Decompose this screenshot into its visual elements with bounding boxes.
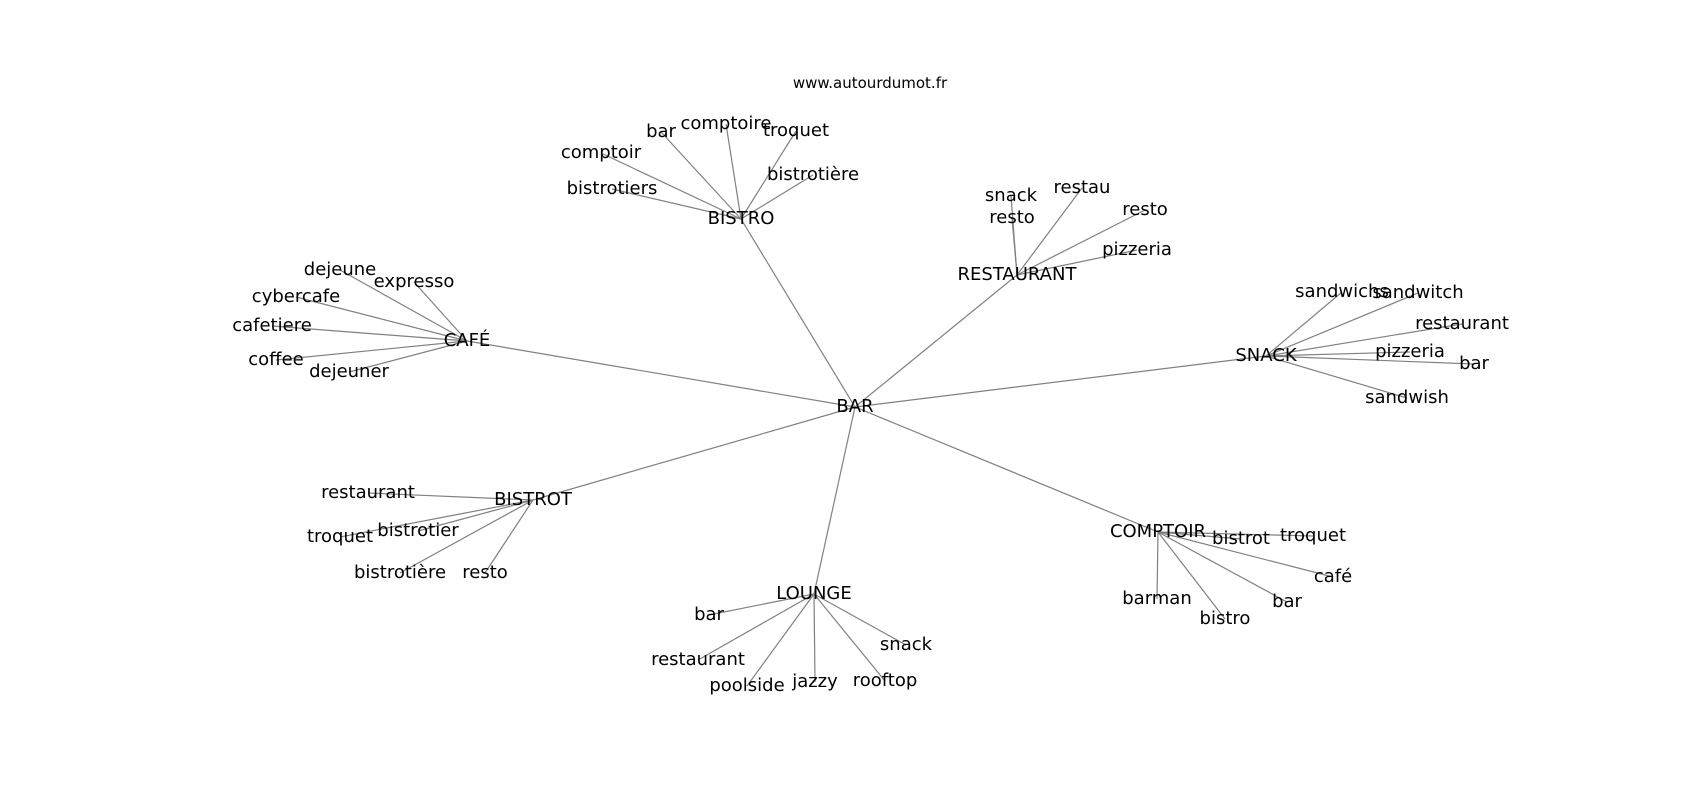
node-leaf-0-0[interactable]: bar [646,121,676,142]
edge-0-5 [611,188,742,220]
edge-6-0 [708,593,815,616]
node-leaf-5-2[interactable]: café [1314,566,1352,587]
edge-2-0 [339,269,468,342]
node-leaf-0-3[interactable]: comptoir [561,142,642,163]
node-leaf-6-3[interactable]: poolside [709,675,784,696]
edge-3-4 [1265,355,1475,365]
node-leaf-3-4[interactable]: bar [1459,353,1489,374]
node-leaf-3-5[interactable]: sandwish [1365,387,1449,408]
edge-5-2 [1157,531,1334,578]
node-leaf-3-0[interactable]: sandwichs [1295,281,1389,302]
edge-4-0 [367,492,534,501]
node-leaf-1-3[interactable]: resto [989,207,1035,228]
node-leaf-0-5[interactable]: bistrotiers [567,178,658,199]
node-leaf-4-2[interactable]: troquet [307,526,373,547]
edge-2-2 [295,296,468,342]
node-leaf-4-1[interactable]: bistrotier [377,520,459,541]
edge-center-3 [854,355,1267,408]
edge-2-1 [413,281,468,342]
edge-3-5 [1265,355,1408,399]
node-leaf-5-3[interactable]: barman [1122,588,1192,609]
edge-3-0 [1265,291,1343,357]
node-center[interactable]: BAR [836,396,873,417]
node-leaf-1-4[interactable]: pizzeria [1102,239,1172,260]
node-leaf-3-1[interactable]: sandwitch [1372,282,1463,303]
edge-2-4 [275,340,468,361]
node-leaf-1-1[interactable]: restau [1054,177,1111,198]
edge-6-2 [697,593,815,661]
edge-5-5 [1157,531,1226,620]
edge-4-2 [339,499,534,538]
edge-4-3 [399,499,534,574]
edge-3-3 [1265,351,1411,357]
node-leaf-5-5[interactable]: bistro [1200,608,1251,629]
edge-0-4 [740,174,814,220]
edge-center-1 [854,274,1018,408]
edge-0-3 [600,152,742,220]
node-leaf-6-0[interactable]: bar [694,604,724,625]
node-leaf-0-2[interactable]: troquet [763,120,829,141]
edge-1-4 [1016,249,1138,276]
edge-5-1 [1157,531,1314,537]
node-leaf-2-0[interactable]: dejeune [304,259,376,280]
node-leaf-2-1[interactable]: expresso [374,271,455,292]
node-leaf-1-2[interactable]: resto [1122,199,1168,220]
edge-5-4 [1157,531,1288,603]
edge-0-1 [725,123,742,220]
node-hub-0[interactable]: BISTRO [708,208,775,229]
edge-2-3 [271,325,468,342]
edge-0-2 [740,130,797,220]
node-leaf-2-2[interactable]: cybercafe [252,286,340,307]
node-leaf-3-2[interactable]: restaurant [1415,313,1509,334]
edge-3-1 [1265,292,1419,357]
node-leaf-5-4[interactable]: bar [1272,591,1302,612]
edge-4-4 [484,499,534,574]
edge-6-3 [746,593,815,687]
node-leaf-0-1[interactable]: comptoire [680,113,771,134]
node-hub-3[interactable]: SNACK [1235,345,1297,366]
node-hub-6[interactable]: LOUNGE [776,583,852,604]
node-leaf-6-2[interactable]: restaurant [651,649,745,670]
edge-1-3 [1011,217,1018,276]
edge-center-6 [813,406,856,595]
node-leaf-6-4[interactable]: jazzy [791,671,838,692]
edge-3-2 [1265,323,1463,357]
edge-center-5 [854,406,1159,533]
edges-layer [271,123,1475,687]
node-leaf-0-4[interactable]: bistrotière [767,164,859,185]
node-leaf-2-3[interactable]: cafetiere [232,315,312,336]
node-leaf-6-1[interactable]: snack [880,634,933,655]
source-label: www.autourdumot.fr [793,74,948,92]
node-leaf-1-0[interactable]: snack [985,185,1038,206]
node-hub-5[interactable]: COMPTOIR [1110,521,1206,542]
edge-6-1 [813,593,907,646]
node-hub-1[interactable]: RESTAURANT [958,264,1078,285]
node-leaf-2-5[interactable]: dejeuner [309,361,389,382]
node-leaf-4-3[interactable]: bistrotière [354,562,446,583]
edge-6-4 [813,593,816,683]
edge-center-4 [532,406,856,501]
edge-4-1 [417,499,534,532]
node-leaf-4-0[interactable]: restaurant [321,482,415,503]
edge-1-1 [1016,187,1083,276]
edge-1-2 [1016,209,1146,276]
node-leaf-3-3[interactable]: pizzeria [1375,341,1445,362]
edge-5-0 [1157,531,1242,540]
edge-0-0 [660,131,742,220]
edge-2-5 [348,340,468,373]
node-leaf-2-4[interactable]: coffee [248,349,303,370]
node-leaf-4-4[interactable]: resto [462,562,508,583]
edge-center-2 [466,340,856,408]
edge-6-5 [813,593,886,682]
node-leaf-6-5[interactable]: rooftop [853,670,918,691]
edge-5-3 [1156,531,1159,600]
node-leaf-5-1[interactable]: troquet [1280,525,1346,546]
node-hub-2[interactable]: CAFÉ [444,329,491,351]
node-hub-4[interactable]: BISTROT [494,489,573,510]
edge-center-0 [740,218,856,408]
node-leaf-5-0[interactable]: bistrot [1212,528,1270,549]
